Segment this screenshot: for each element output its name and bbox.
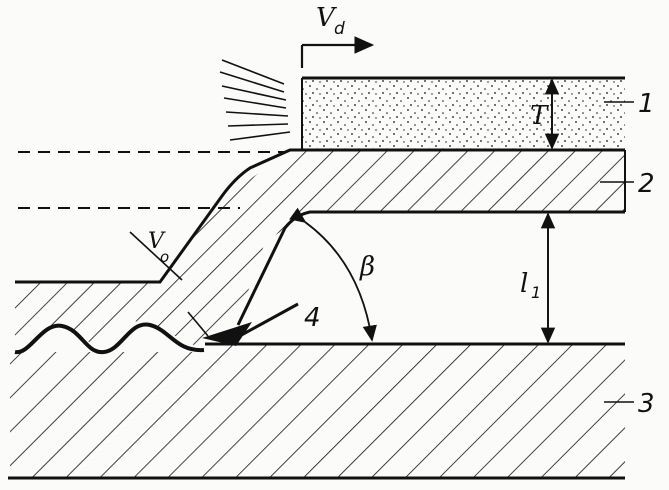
vd-label: V: [316, 3, 337, 33]
wavy-interface: [14, 322, 205, 355]
base-plate: [8, 342, 625, 480]
vo-subscript: o: [160, 248, 169, 266]
part-label-1: 1: [638, 89, 655, 119]
beta-label: β: [359, 252, 375, 282]
part-label-2: 2: [638, 169, 655, 199]
detonation-velocity-arrow: [300, 36, 375, 68]
original-position-lines: [18, 151, 285, 209]
l1-label: l: [520, 269, 528, 299]
explosive-layer: [301, 76, 625, 150]
vo-leader: [129, 231, 183, 281]
vo-label: V: [148, 229, 166, 254]
part-label-3: 3: [638, 389, 655, 419]
vd-subscript: d: [334, 19, 345, 39]
detonation-rays: [219, 59, 291, 141]
part-label-4: 4: [304, 303, 321, 333]
t-label: T: [530, 101, 549, 131]
beta-angle-arc: [289, 207, 377, 342]
l1-subscript: 1: [531, 283, 541, 302]
jet-triangle: [202, 322, 252, 346]
